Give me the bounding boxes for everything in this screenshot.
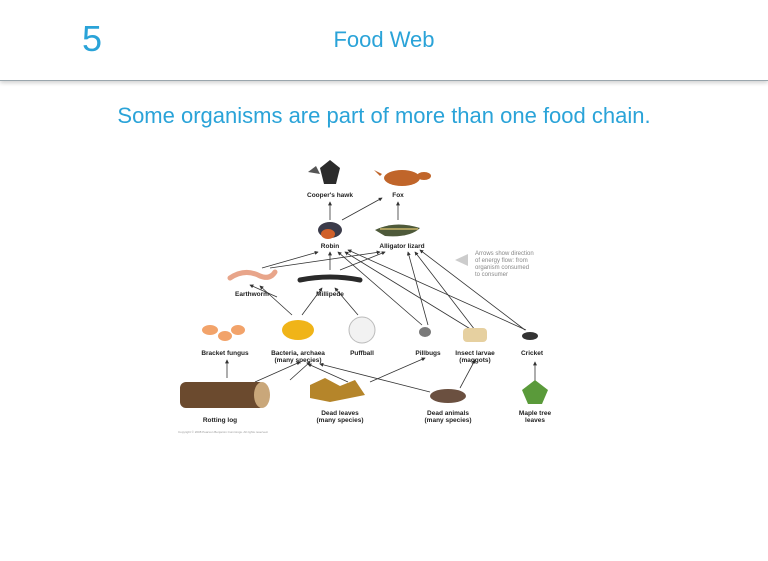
insect-larvae-label-1: Insect larvae [455, 350, 495, 357]
bracket-fungus: Bracket fungus [201, 325, 249, 357]
dead-leaves-label-1: Dead leaves [321, 410, 359, 417]
energy-flow-arrows [225, 197, 537, 393]
puffball: Puffball [348, 316, 376, 357]
copyright-text: Copyright © 2008 Pearson Benjamin Cummin… [178, 430, 268, 434]
note-line-3: organism consumed [475, 265, 529, 271]
millipede: Millipede [297, 274, 363, 298]
millipede-label: Millipede [316, 291, 344, 298]
rotting-log-label: Rotting log [203, 417, 237, 424]
pillbugs-label: Pillbugs [415, 350, 441, 357]
puffball-label: Puffball [350, 350, 374, 357]
note-line-1: Arrows show direction [475, 251, 534, 257]
slide-title: Food Web [333, 27, 435, 52]
insect-larvae-label-2: (maggots) [459, 357, 490, 364]
bracket-fungus-label: Bracket fungus [201, 350, 249, 357]
dead-leaves-label-2: (many species) [317, 417, 364, 424]
coopers-hawk: Cooper's hawk [307, 160, 353, 199]
pillbugs: Pillbugs [415, 327, 441, 357]
slide-header: 5 Food Web [0, 0, 768, 81]
cricket-label: Cricket [521, 350, 544, 357]
earthworm-label: Earthworm [235, 291, 269, 298]
note-line-4: to consumer [475, 272, 508, 278]
dead-animals-label-2: (many species) [425, 417, 472, 424]
bacteria-label-1: Bacteria, archaea [271, 350, 325, 357]
maple-label-2: leaves [525, 417, 545, 424]
dead-animals: Dead animals (many species) [425, 389, 472, 424]
bacteria-label-2: (many species) [275, 357, 322, 364]
maple-label-1: Maple tree [519, 410, 552, 417]
rotting-log: Rotting log [180, 382, 270, 424]
alligator-lizard: Alligator lizard [375, 224, 425, 250]
dead-leaves: Dead leaves (many species) [310, 378, 365, 424]
note-line-2: of energy flow: from [475, 258, 528, 264]
coopers-hawk-label: Cooper's hawk [307, 192, 353, 199]
cricket: Cricket [521, 332, 544, 357]
arrow-note: Arrows show direction of energy flow: fr… [455, 251, 534, 278]
food-web-diagram: Cooper's hawk Fox Robin Alligator lizard… [178, 160, 552, 434]
slide-subtitle: Some organisms are part of more than one… [117, 103, 651, 128]
bacteria-archaea: Bacteria, archaea (many species) [271, 320, 325, 364]
dead-animals-label-1: Dead animals [427, 410, 469, 417]
maple-leaves: Maple tree leaves [519, 380, 552, 424]
fox-label: Fox [392, 192, 404, 199]
earthworm: Earthworm [227, 269, 278, 298]
insect-larvae: Insect larvae (maggots) [455, 328, 495, 364]
slide-number: 5 [82, 18, 103, 59]
robin: Robin [318, 222, 342, 250]
alligator-lizard-label: Alligator lizard [379, 243, 424, 250]
robin-label: Robin [321, 243, 339, 250]
fox: Fox [374, 170, 431, 199]
